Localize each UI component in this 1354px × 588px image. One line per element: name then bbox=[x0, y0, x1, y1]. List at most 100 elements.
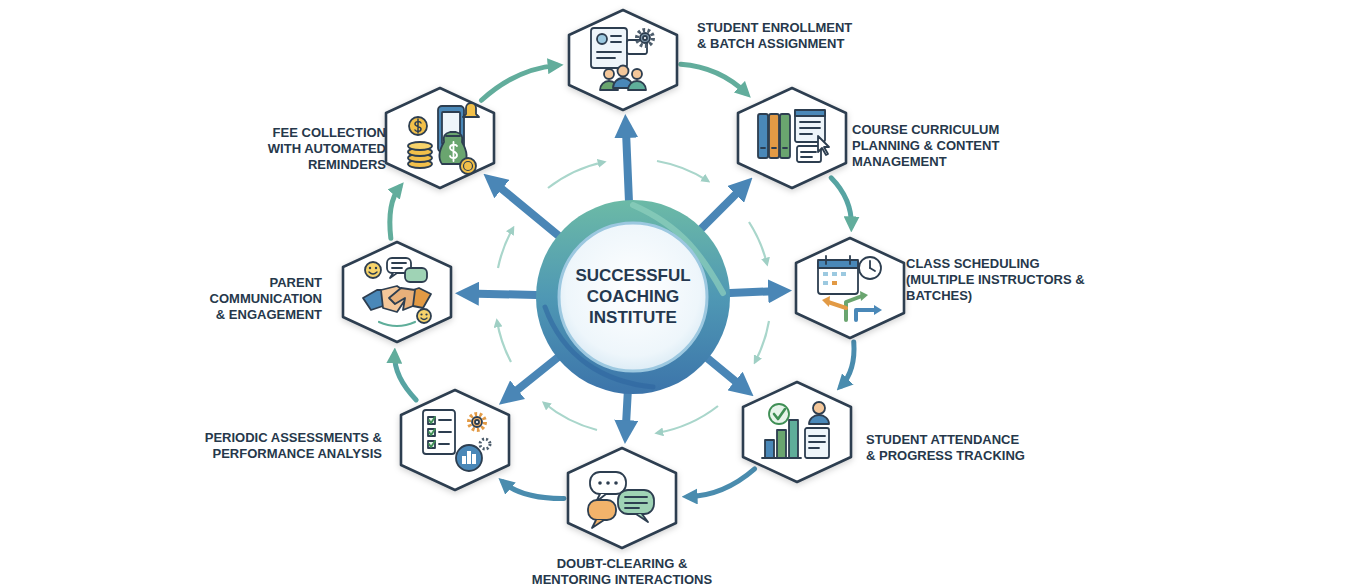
illustration-part bbox=[365, 262, 381, 278]
illustration-part bbox=[606, 481, 610, 485]
illustration-part bbox=[636, 514, 648, 522]
illustration-part bbox=[369, 267, 371, 269]
process-hexagon: PARENT COMMUNICATION & ENGAGEMENT bbox=[341, 240, 453, 344]
illustration-part bbox=[849, 256, 851, 264]
illustration-part bbox=[421, 318, 427, 320]
illustration-part bbox=[800, 121, 820, 123]
illustration-part bbox=[415, 119, 421, 133]
illustration-part bbox=[823, 272, 828, 276]
illustration-part bbox=[462, 456, 466, 464]
illustration-part bbox=[761, 147, 765, 149]
illustration-part bbox=[439, 431, 451, 433]
illustration-part bbox=[625, 502, 647, 504]
hub-arrow bbox=[702, 186, 744, 228]
illustration-part bbox=[387, 258, 411, 273]
illustration-part bbox=[588, 500, 616, 520]
hub-arrow bbox=[467, 293, 536, 294]
hub-arrow bbox=[708, 359, 744, 389]
illustration-part bbox=[544, 403, 597, 430]
process-hexagon: PERIODIC ASSESSMENTS & PERFORMANCE ANALY… bbox=[399, 388, 511, 492]
hexagon-outline bbox=[567, 8, 679, 112]
curriculum-icon bbox=[758, 110, 829, 162]
illustration-part bbox=[611, 41, 621, 43]
illustration-part bbox=[464, 162, 473, 171]
illustration-part bbox=[777, 430, 786, 458]
illustration-part bbox=[818, 260, 858, 294]
illustration-part bbox=[497, 321, 511, 362]
illustration-part bbox=[813, 402, 825, 414]
illustration-part bbox=[625, 496, 647, 498]
process-hexagon: FEE COLLECTION WITH AUTOMATED REMINDERS bbox=[384, 86, 496, 190]
illustration-part bbox=[637, 30, 653, 46]
illustration-part bbox=[472, 417, 482, 427]
illustration-part bbox=[381, 286, 409, 312]
illustration-part bbox=[472, 454, 476, 464]
illustration-part bbox=[369, 272, 377, 274]
hub-arrow bbox=[730, 291, 780, 293]
step-label: COURSE CURRICULUM PLANNING & CONTENT MAN… bbox=[852, 122, 1012, 170]
inner-cycle-arrows bbox=[497, 161, 769, 433]
cycle-arrow bbox=[390, 187, 400, 238]
illustration-part bbox=[413, 288, 431, 308]
cycle-arrow bbox=[841, 342, 854, 386]
illustration-part bbox=[408, 148, 432, 156]
illustration-part bbox=[618, 490, 654, 514]
illustration-part bbox=[590, 472, 626, 494]
illustration-part bbox=[625, 507, 639, 509]
illustration-part bbox=[604, 69, 614, 79]
illustration-part bbox=[469, 414, 485, 430]
hub-arrow bbox=[508, 358, 557, 397]
illustration-part bbox=[423, 410, 455, 454]
illustration-part bbox=[596, 494, 606, 502]
illustration-part bbox=[832, 272, 837, 276]
illustration-part bbox=[809, 415, 829, 424]
illustration-part bbox=[417, 309, 431, 323]
illustration-part bbox=[789, 420, 798, 458]
attendance-icon bbox=[762, 402, 829, 458]
illustration-part bbox=[809, 447, 819, 449]
illustration-part bbox=[598, 481, 602, 485]
illustration-part bbox=[809, 435, 825, 437]
illustration-part bbox=[800, 127, 820, 129]
illustration-part bbox=[460, 158, 476, 174]
enrollment-icon bbox=[591, 28, 653, 90]
illustration-part bbox=[463, 103, 479, 117]
illustration-part bbox=[874, 305, 882, 315]
process-hexagon: STUDENT ENROLLMENT & BATCH ASSIGNMENT bbox=[567, 8, 679, 112]
cycle-arrow bbox=[688, 469, 755, 497]
illustration-part bbox=[442, 112, 460, 144]
illustration-part bbox=[439, 419, 451, 421]
process-hexagon: STUDENT ATTENDANCE & PROGRESS TRACKING bbox=[741, 380, 853, 484]
illustration-part bbox=[405, 268, 427, 282]
illustration-part bbox=[450, 142, 457, 161]
illustration-part bbox=[613, 78, 633, 88]
step-label: STUDENT ENROLLMENT & BATCH ASSIGNMENT bbox=[697, 20, 862, 52]
illustration-part bbox=[832, 281, 837, 285]
hub-title: SUCCESSFUL COACHING INSTITUTE bbox=[568, 265, 698, 328]
illustration-part bbox=[591, 28, 627, 68]
assessment-icon bbox=[423, 410, 490, 471]
illustration-part bbox=[592, 520, 604, 528]
mentoring-icon bbox=[588, 472, 654, 528]
illustration-part bbox=[859, 257, 881, 279]
illustration-part bbox=[429, 441, 435, 447]
illustration-part bbox=[818, 136, 829, 155]
hub-arrow bbox=[626, 394, 628, 432]
illustration-part bbox=[408, 154, 432, 162]
illustration-part bbox=[774, 409, 785, 419]
cycle-arrow bbox=[481, 65, 557, 100]
illustration-part bbox=[818, 260, 858, 268]
process-hexagon: CLASS SCHEDULING (MULTIPLE INSTRUCTORS &… bbox=[794, 236, 906, 340]
illustration-part bbox=[446, 135, 460, 137]
illustration-part bbox=[425, 313, 427, 315]
hub-circle: SUCCESSFUL COACHING INSTITUTE bbox=[533, 197, 733, 397]
illustration-part bbox=[657, 161, 708, 181]
illustration-part bbox=[846, 296, 862, 320]
illustration-part bbox=[780, 114, 790, 158]
illustration-part bbox=[860, 291, 868, 301]
illustration-part bbox=[800, 133, 812, 135]
illustration-part bbox=[498, 228, 513, 268]
parent-icon bbox=[363, 258, 431, 326]
illustration-part bbox=[428, 441, 435, 448]
